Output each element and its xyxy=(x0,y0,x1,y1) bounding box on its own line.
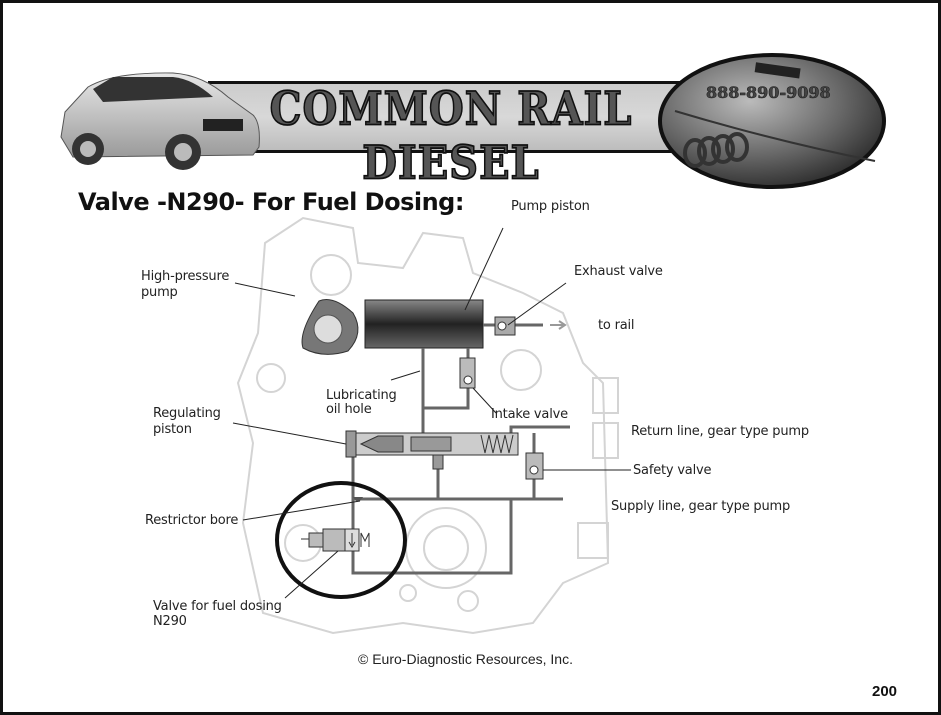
page-number: 200 xyxy=(872,683,898,700)
label-valve-fuel-dosing-2: N290 xyxy=(153,614,187,629)
n290-valve xyxy=(322,528,346,552)
label-to-rail: to rail xyxy=(598,318,635,333)
fuel-dosing-diagram xyxy=(232,216,631,635)
label-return-line: Return line, gear type pump xyxy=(631,424,809,439)
pump-piston-cylinder xyxy=(364,299,484,349)
label-intake-valve: Intake valve xyxy=(491,407,568,422)
label-pump-piston: Pump piston xyxy=(511,199,590,214)
banner-bar xyxy=(208,81,698,153)
label-supply-line: Supply line, gear type pump xyxy=(611,499,791,514)
page-heading: Valve -N290- For Fuel Dosing: xyxy=(78,188,464,216)
label-regulating-piston: Regulating xyxy=(153,406,221,421)
label-lubricating-oil-hole-2: oil hole xyxy=(326,402,372,417)
highlight-circle xyxy=(275,481,407,599)
label-restrictor-bore: Restrictor bore xyxy=(145,513,239,528)
leader-lines xyxy=(232,227,631,599)
label-exhaust-valve: Exhaust valve xyxy=(574,264,663,279)
label-safety-valve: Safety valve xyxy=(633,463,712,478)
rings-logo xyxy=(683,132,749,168)
pump-housing-outline xyxy=(236,216,619,635)
copyright: © Euro-Diagnostic Resources, Inc. xyxy=(358,651,573,667)
label-regulating-piston-2: piston xyxy=(153,422,192,437)
car-image xyxy=(60,72,260,170)
label-high-pressure-pump-2: pump xyxy=(141,285,178,300)
label-lubricating-oil-hole: Lubricating xyxy=(326,388,397,403)
logo-ellipse xyxy=(658,53,886,189)
phone-number: 888-890-9098 xyxy=(706,83,831,103)
banner-title: COMMON RAIL DIESEL xyxy=(269,81,633,191)
spring xyxy=(480,434,514,454)
label-high-pressure-pump: High-pressure xyxy=(141,269,230,284)
label-valve-fuel-dosing: Valve for fuel dosing xyxy=(153,599,282,614)
